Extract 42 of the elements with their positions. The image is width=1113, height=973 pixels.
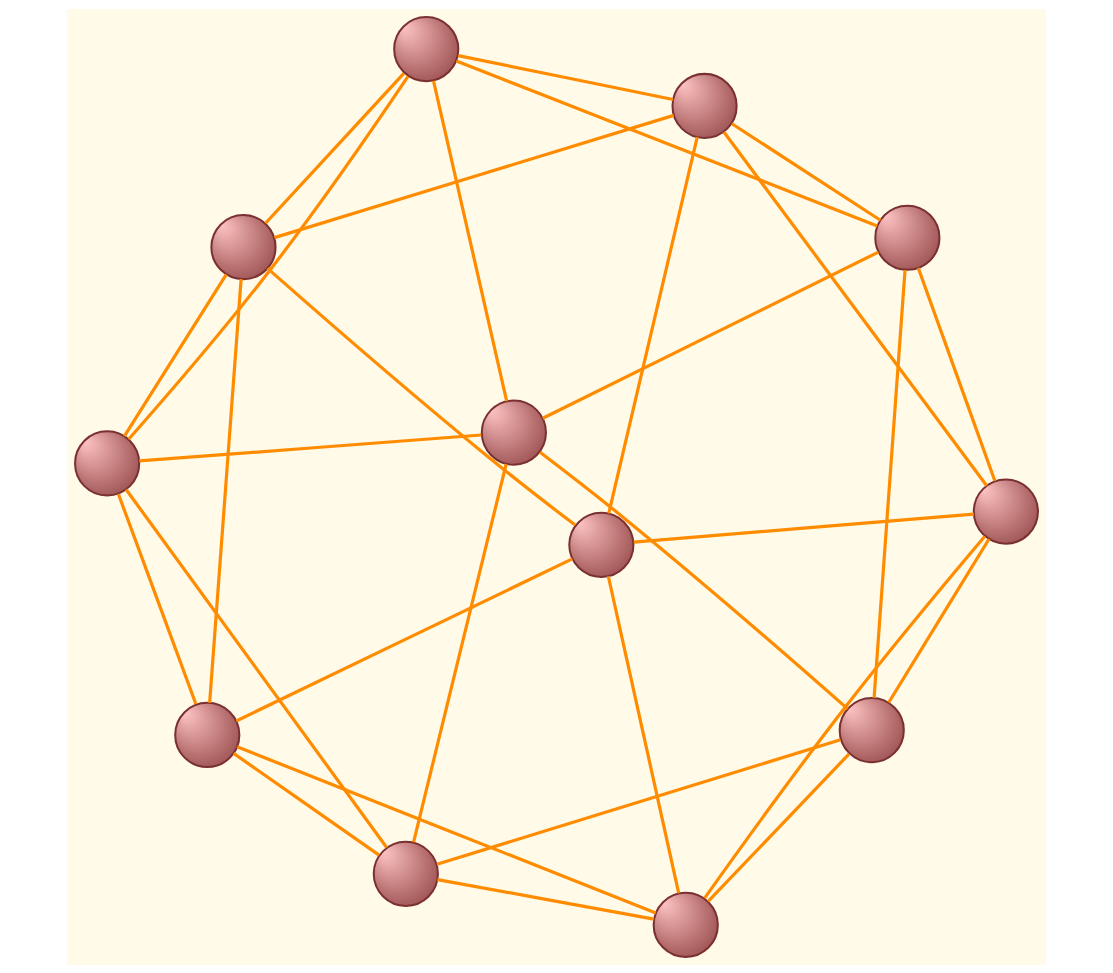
connector [123,272,228,437]
connector [266,266,577,526]
connector [722,130,988,487]
connector [707,752,851,903]
connector [731,121,882,222]
connector [116,493,198,705]
connector [235,556,574,722]
connector [236,744,657,914]
connector [916,267,997,482]
node-circle [874,204,941,271]
node-circle [652,891,719,958]
connector [436,737,841,866]
connector [274,113,675,239]
connector [412,463,508,842]
node-circle [393,15,460,82]
connector [607,136,699,514]
node-circle [480,398,547,466]
node-circle [174,701,241,768]
node-circle [372,840,439,907]
connector [264,71,405,224]
connector [455,58,878,227]
connector [606,575,681,893]
node-circle [568,511,635,578]
node-circle [838,696,905,763]
connector [431,80,509,402]
connector [139,432,482,463]
node-circle [74,429,141,496]
connector [887,537,991,703]
connector [703,534,987,899]
node-circle [972,477,1039,545]
connector [542,250,880,420]
connector [208,278,243,703]
node-circle [671,72,738,139]
connector [872,269,907,698]
connector [539,450,849,710]
connector [232,751,380,856]
connector [457,53,674,101]
connector [124,488,388,848]
node-circle [210,213,277,280]
connector [633,512,974,544]
connector [127,75,410,440]
connector [437,877,655,921]
